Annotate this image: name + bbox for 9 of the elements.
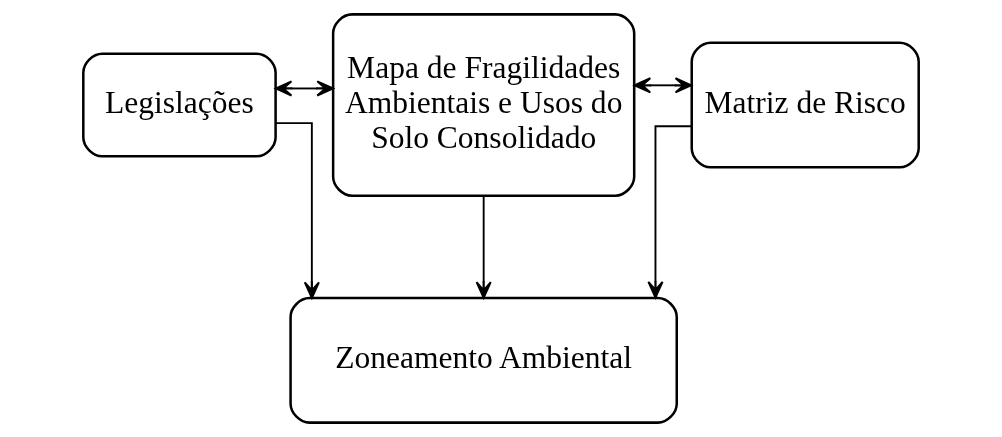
arrow bbox=[274, 122, 320, 299]
node-box: Matriz de Risco bbox=[690, 41, 920, 169]
node-box: Zoneamento Ambiental bbox=[289, 296, 678, 424]
arrow bbox=[647, 125, 693, 299]
arrow bbox=[274, 80, 334, 97]
arrow bbox=[475, 194, 492, 299]
node-box: Mapa de Fragilidades Ambientais e Usos do Solo Consolidado bbox=[331, 13, 636, 197]
node-box: Legislações bbox=[82, 52, 277, 158]
arrow bbox=[633, 77, 693, 94]
